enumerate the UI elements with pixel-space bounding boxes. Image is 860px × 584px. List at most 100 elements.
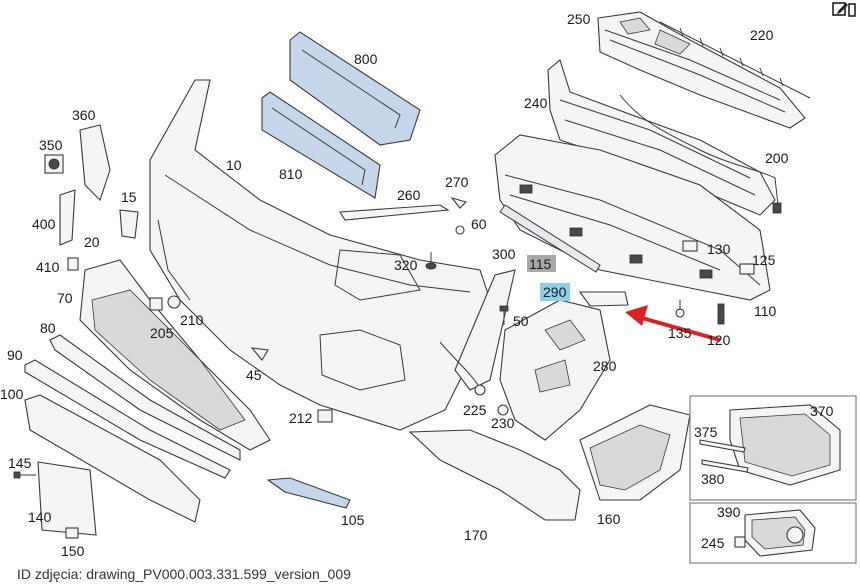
part-410-plug (67, 257, 79, 271)
label-370: 370 (810, 403, 834, 419)
part-80-strip (49, 334, 241, 461)
part-110-screw (717, 303, 725, 325)
label-212: 212 (289, 410, 313, 426)
label-200: 200 (765, 150, 789, 166)
label-150: 150 (61, 543, 85, 559)
label-90: 90 (7, 347, 23, 363)
label-145: 145 (8, 455, 32, 471)
part-260-trim (339, 204, 450, 221)
label-400: 400 (32, 216, 56, 232)
part-70-grille (79, 259, 271, 451)
red-arrow (625, 305, 721, 342)
label-390: 390 (717, 504, 741, 520)
label-410: 410 (36, 259, 60, 275)
label-245: 245 (701, 535, 725, 551)
part-140-plate (37, 461, 97, 536)
highlight-115 (527, 255, 556, 272)
label-160: 160 (597, 511, 621, 527)
label-135: 135 (668, 325, 692, 341)
part-270-clip (450, 196, 468, 209)
part-212-clip (317, 409, 333, 423)
part-250-upper-carrier (597, 11, 806, 129)
part-810-frame (261, 91, 381, 199)
label-100: 100 (0, 386, 24, 402)
label-170: 170 (464, 527, 488, 543)
label-125: 125 (752, 252, 776, 268)
label-320: 320 (394, 257, 418, 273)
part-15-clip (119, 209, 139, 239)
label-205: 205 (150, 325, 174, 341)
part-150-bracket (65, 527, 79, 539)
part-labels: 250 220 800 240 360 350 200 10 810 270 1… (0, 11, 834, 559)
label-50: 50 (513, 313, 529, 329)
part-160-side-grille (579, 404, 691, 501)
label-80: 80 (40, 320, 56, 336)
label-810: 810 (279, 166, 303, 182)
tick-marks-220 (679, 27, 784, 87)
label-360: 360 (72, 107, 96, 123)
part-60-bolt (455, 225, 465, 235)
part-145-screw (13, 471, 36, 479)
label-120: 120 (707, 332, 731, 348)
part-280-side-bracket (499, 299, 611, 441)
label-15: 15 (121, 189, 137, 205)
label-210: 210 (180, 312, 204, 328)
label-220: 220 (750, 27, 774, 43)
part-240-carrier-frame (547, 59, 776, 216)
image-id-caption: ID zdjęcia: drawing_PV000.003.331.599_ve… (17, 566, 351, 582)
label-350: 350 (39, 137, 63, 153)
label-10: 10 (226, 157, 242, 173)
label-375: 375 (694, 424, 718, 440)
part-360-bracket (79, 124, 111, 202)
label-250: 250 (567, 11, 591, 27)
leader-220 (659, 21, 811, 99)
part-125-clip (739, 263, 755, 275)
part-225-cable (439, 341, 486, 396)
label-140: 140 (28, 509, 52, 525)
part-230-plug (497, 404, 509, 416)
detail-box-2 (689, 502, 857, 564)
label-230: 230 (491, 415, 515, 431)
highlight-290 (540, 283, 570, 301)
label-105: 105 (341, 512, 365, 528)
part-45-clip (250, 347, 269, 361)
label-225: 225 (463, 402, 487, 418)
part-90-strip (24, 359, 231, 479)
cable-connector-200 (772, 202, 782, 214)
label-115: 115 (529, 256, 552, 272)
part-320-screw (425, 252, 437, 270)
label-20: 20 (84, 234, 100, 250)
label-260: 260 (397, 187, 421, 203)
part-115-strip (499, 204, 601, 273)
label-60: 60 (471, 216, 487, 232)
part-205-clip (149, 297, 163, 311)
detail-box-1 (689, 395, 857, 501)
label-300: 300 (492, 246, 516, 262)
label-800: 800 (354, 51, 378, 67)
edit-icon-glyph (832, 2, 856, 17)
part-200-cable (619, 94, 779, 206)
part-170-lower-spoiler (408, 429, 581, 521)
label-130: 130 (707, 241, 731, 257)
part-100-lower (24, 394, 201, 523)
label-380: 380 (701, 471, 725, 487)
part-210-plug (167, 295, 181, 309)
label-70: 70 (57, 290, 73, 306)
part-800-frame (289, 31, 421, 146)
part-300-trim (454, 269, 516, 391)
label-280: 280 (593, 358, 617, 374)
label-270: 270 (445, 174, 469, 190)
edit-icon[interactable] (832, 0, 856, 18)
label-290: 290 (543, 284, 567, 300)
part-350-sensor (44, 154, 64, 174)
part-105-trim (266, 477, 351, 509)
label-240: 240 (524, 95, 548, 111)
part-130-clip (682, 240, 698, 252)
part-underbody-panel (494, 134, 771, 301)
label-110: 110 (754, 303, 777, 319)
label-45: 45 (246, 367, 262, 383)
part-135-screw (675, 300, 685, 318)
part-400-holder (59, 189, 76, 246)
part-50-screw (499, 305, 509, 325)
